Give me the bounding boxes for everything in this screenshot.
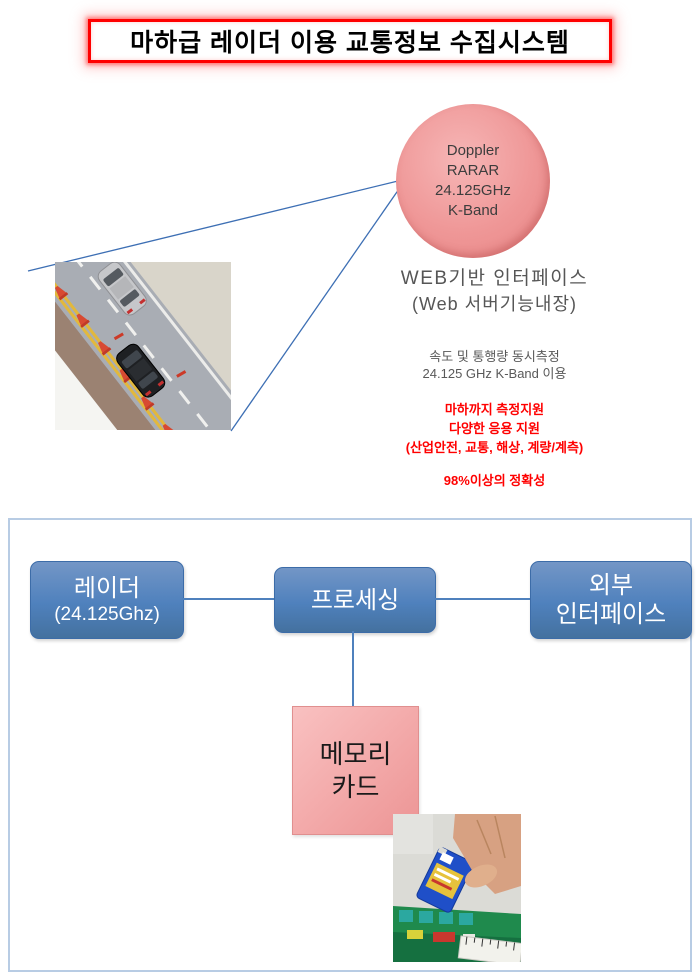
radar-box-line1: 레이더 bbox=[73, 574, 141, 602]
external-box-line2: 인터페이스 bbox=[555, 601, 667, 628]
feature-line1: 마하까지 측정지원 bbox=[444, 402, 545, 417]
main-title: 마하급 레이더 이용 교통정보 수집시스템 bbox=[88, 19, 612, 63]
system-diagram: 레이더 (24.125Ghz) 프로세싱 외부 인터페이스 메모리 카드 bbox=[8, 518, 692, 972]
processing-box-label: 프로세싱 bbox=[310, 586, 400, 614]
measurement-line1: 속도 및 통행량 동시측정 bbox=[429, 349, 560, 364]
road-traffic-photo bbox=[55, 262, 231, 430]
web-interface-text: WEB기반 인터페이스 (Web 서버기능내장) bbox=[322, 266, 667, 316]
circle-text-line: 24.125GHz bbox=[435, 182, 511, 199]
black-car bbox=[116, 343, 166, 398]
web-interface-line2: (Web 서버기능내장) bbox=[411, 294, 578, 314]
circle-text-line: K-Band bbox=[447, 202, 499, 219]
feature-text: 마하까지 측정지원 다양한 응용 지원 (산업안전, 교통, 해상, 계량/계측… bbox=[322, 400, 667, 457]
radar-box: 레이더 (24.125Ghz) bbox=[30, 561, 184, 639]
sd-card-photo bbox=[393, 814, 521, 962]
measurement-line2: 24.125 GHz K-Band 이용 bbox=[422, 366, 567, 381]
circle-text-line: Doppler bbox=[446, 142, 500, 159]
memory-box-line2: 카드 bbox=[331, 771, 380, 802]
silver-car bbox=[97, 262, 147, 316]
accuracy-text: 98%이상의 정확성 bbox=[443, 473, 546, 488]
feature-line2: 다양한 응용 지원 bbox=[449, 421, 540, 436]
doppler-radar-circle: Doppler RARAR 24.125GHz K-Band bbox=[396, 104, 550, 258]
memory-card-box: 메모리 카드 bbox=[292, 706, 419, 835]
circle-text-line: RARAR bbox=[446, 162, 500, 179]
memory-box-line1: 메모리 bbox=[319, 738, 392, 769]
web-interface-line1: WEB기반 인터페이스 bbox=[400, 268, 589, 289]
radar-box-line2: (24.125Ghz) bbox=[54, 603, 160, 625]
measurement-text: 속도 및 통행량 동시측정 24.125 GHz K-Band 이용 bbox=[322, 348, 667, 382]
connector-processing-external bbox=[434, 598, 530, 600]
feature-line3: (산업안전, 교통, 해상, 계량/계측) bbox=[405, 440, 584, 455]
external-interface-box: 외부 인터페이스 bbox=[530, 561, 692, 639]
processing-box: 프로세싱 bbox=[274, 567, 436, 633]
external-box-line1: 외부 bbox=[588, 572, 634, 599]
connector-radar-processing bbox=[182, 598, 274, 600]
connector-processing-memory bbox=[352, 631, 354, 706]
